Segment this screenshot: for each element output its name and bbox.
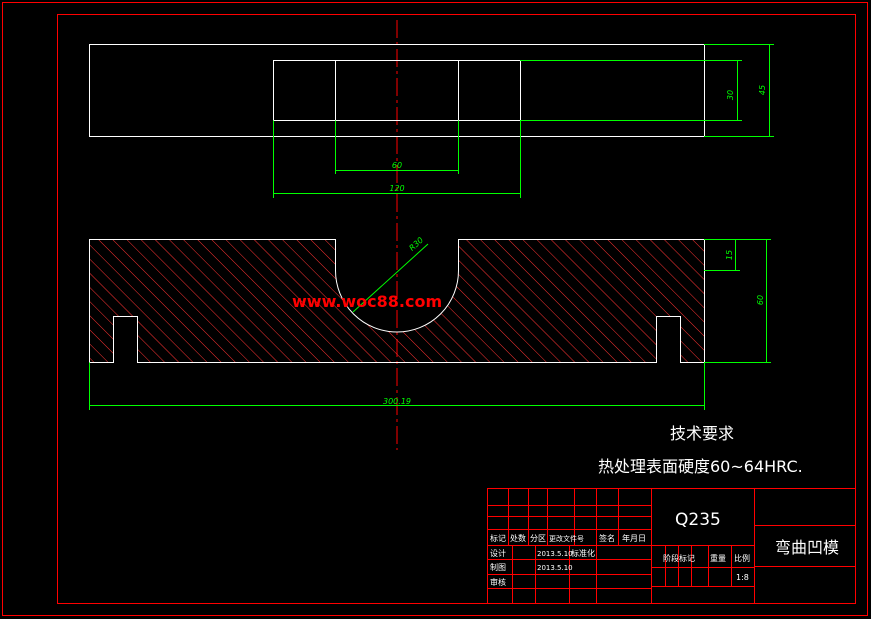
dim-slot-width: 60	[392, 161, 402, 170]
top-view	[89, 44, 705, 137]
dim-body-height: 60	[756, 295, 765, 305]
tb-draw-date: 2013.5.10	[537, 564, 573, 572]
dim-insert-width: 120	[389, 184, 404, 193]
tb-header-zone: 分区	[530, 534, 546, 543]
tb-stage-mark: 阶段标记	[663, 553, 695, 563]
material: Q235	[675, 510, 721, 530]
tb-header-sign: 签名	[599, 533, 615, 543]
top-view-dimensions	[273, 44, 774, 198]
tb-header-count: 处数	[510, 533, 526, 543]
tb-scale-value: 1:8	[736, 573, 749, 582]
tb-header-mark: 标记	[490, 533, 506, 543]
top-view-insert	[273, 60, 521, 121]
dim-top-height-outer: 45	[758, 85, 767, 95]
inner-frame	[57, 14, 856, 604]
notes-line: 热处理表面硬度60~64HRC.	[598, 457, 803, 476]
dim-step-height: 15	[725, 250, 734, 260]
dim-top-height-inner: 30	[726, 90, 735, 100]
top-view-body	[89, 44, 705, 137]
title-block	[487, 488, 856, 604]
tb-scale-label: 比例	[734, 553, 750, 563]
tb-draw-label: 制图	[490, 562, 506, 572]
tb-header-date: 年月日	[622, 533, 646, 543]
section-view-dimensions	[89, 239, 771, 410]
notes-title: 技术要求	[670, 424, 734, 443]
tb-review-label: 审核	[490, 577, 506, 587]
part-name: 弯曲凹模	[775, 538, 839, 557]
dim-total-length: 300.19	[383, 397, 411, 406]
tb-standardize: 标准化	[571, 548, 595, 558]
tb-design-date: 2013.5.10	[537, 550, 573, 558]
tb-weight: 重量	[710, 553, 726, 563]
watermark: www.woc88.com	[292, 292, 442, 311]
tb-header-change-doc: 更改文件号	[549, 534, 584, 543]
section-view-body	[89, 239, 705, 363]
dim-radius: R30	[407, 236, 425, 253]
tb-design-label: 设计	[490, 548, 506, 558]
